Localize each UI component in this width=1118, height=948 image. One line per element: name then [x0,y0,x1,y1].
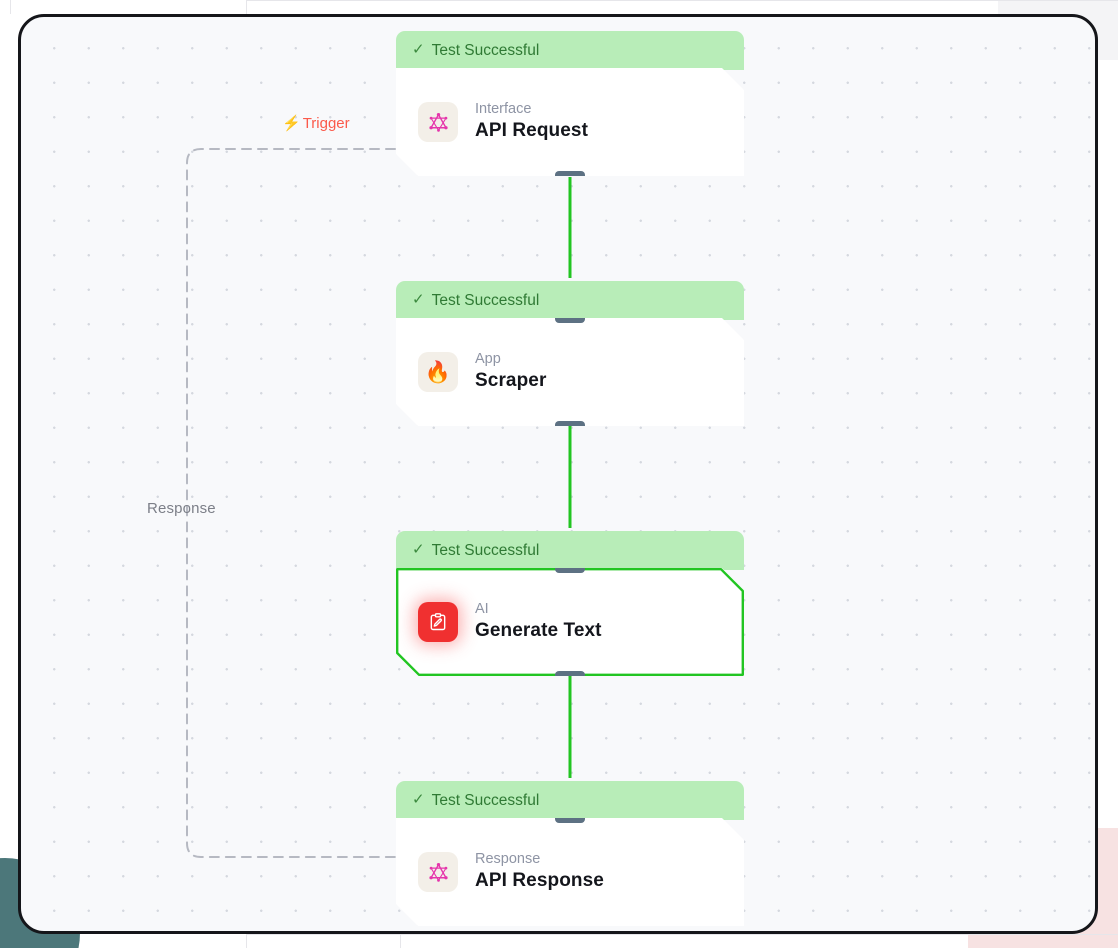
node-text: Interface API Request [475,101,588,143]
hairline [246,934,247,948]
node-status-text: Test Successful [431,791,540,809]
check-icon: ✓ [412,291,425,308]
node-handle-bottom[interactable] [555,421,585,426]
node-status-text: Test Successful [431,541,540,559]
node-status-banner: ✓ Test Successful [396,531,744,570]
node-title: API Response [475,870,604,892]
graphql-icon [418,102,458,142]
node-card[interactable]: Response API Response [396,818,744,926]
dashed-trigger-response-edge [186,148,396,858]
node-kind: Response [475,850,541,867]
node-text: AI Generate Text [475,601,602,643]
node-status-banner: ✓ Test Successful [396,281,744,320]
hairline [10,0,11,14]
node-title: Scraper [475,370,547,392]
node-card[interactable]: 🔥 App Scraper [396,318,744,426]
node-title: Generate Text [475,620,602,642]
hairline [400,934,401,948]
node-scraper[interactable]: ✓ Test Successful 🔥 App Scraper [396,281,744,426]
hairline [246,0,1118,1]
node-card[interactable]: Interface API Request [396,68,744,176]
fire-icon: 🔥 [418,352,458,392]
hairline [246,934,1118,935]
lightning-bolt-icon: ⚡ [282,115,301,132]
node-status-banner: ✓ Test Successful [396,781,744,820]
node-api-request[interactable]: ✓ Test Successful Interface API Request [396,31,744,176]
node-generate-text[interactable]: ✓ Test Successful AI Generate Text [396,531,744,676]
edge-label-response: Response [147,500,216,517]
node-handle-bottom[interactable] [555,171,585,176]
node-status-text: Test Successful [431,41,540,59]
connector-layer [186,148,572,858]
hairline [246,0,247,14]
check-icon: ✓ [412,41,425,58]
node-api-response[interactable]: ✓ Test Successful Response API Res [396,781,744,926]
node-status-banner: ✓ Test Successful [396,31,744,70]
check-icon: ✓ [412,541,425,558]
node-handle-top[interactable] [555,818,585,823]
check-icon: ✓ [412,791,425,808]
node-card[interactable]: AI Generate Text [396,568,744,676]
node-text: Response API Response [475,851,604,893]
node-text: App Scraper [475,351,546,393]
edge-label-trigger-text: Trigger [302,115,350,132]
graphql-icon [418,852,458,892]
node-kind: Interface [475,100,532,117]
node-kind: App [475,350,501,367]
node-handle-top[interactable] [555,318,585,323]
edge-label-trigger: ⚡ Trigger [282,115,350,132]
note-pencil-icon [418,602,458,642]
node-kind: AI [475,600,489,617]
workflow-canvas[interactable]: ⚡ Trigger Response ✓ Test Successful [18,14,1098,934]
node-title: API Request [475,120,589,142]
node-status-text: Test Successful [431,291,540,309]
